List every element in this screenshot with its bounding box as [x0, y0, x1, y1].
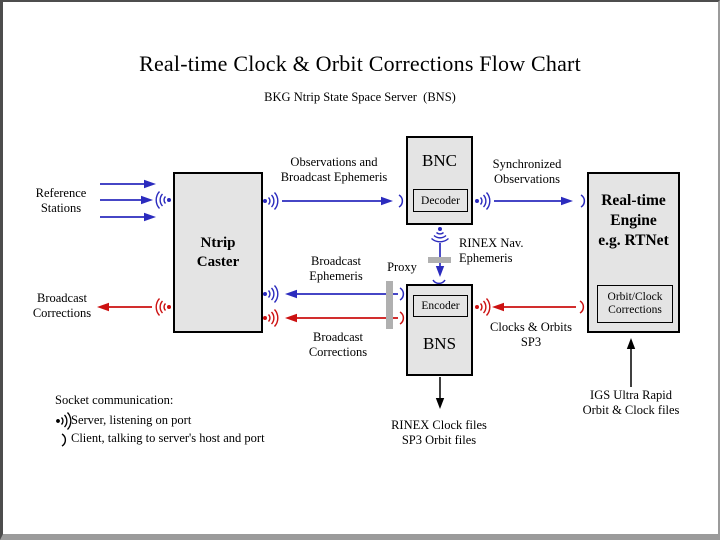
- node-ntrip-caster: Ntrip Caster: [173, 172, 263, 333]
- server-socket-icon: [263, 191, 279, 211]
- observations-arrow: [282, 196, 393, 206]
- node-label: e.g. RTNet: [598, 232, 669, 249]
- node-label: Decoder: [421, 194, 460, 207]
- node-label: Orbit/Clock: [607, 291, 663, 303]
- node-bns: Encoder BNS: [406, 284, 473, 376]
- igs-input-arrow: [626, 338, 636, 387]
- label-rinex-clock-files: RINEX Clock files SP3 Orbit files: [391, 418, 487, 447]
- server-socket-icon: [155, 297, 172, 317]
- node-bnc: BNC Decoder: [406, 136, 473, 225]
- legend-heading: Socket communication:: [55, 393, 174, 407]
- legend-client-text: Client, talking to server's host and por…: [71, 431, 265, 445]
- server-socket-icon: [263, 284, 279, 304]
- server-socket-icon: [475, 297, 491, 317]
- proxy-bar-horizontal: [428, 257, 451, 263]
- client-socket-icon: [399, 311, 405, 325]
- label-broadcast-corrections-mid: Broadcast Corrections: [308, 330, 368, 359]
- node-realtime-engine: Real-time Engine e.g. RTNet Orbit/Clock …: [587, 172, 680, 333]
- node-orbit-clock-corrections: Orbit/Clock Corrections: [597, 285, 673, 323]
- node-label: Engine: [610, 212, 657, 229]
- node-encoder: Encoder: [413, 295, 468, 317]
- page-title: Real-time Clock & Orbit Corrections Flow…: [139, 51, 581, 76]
- proxy-bar-vertical: [386, 281, 393, 329]
- server-socket-icon: [155, 190, 172, 210]
- node-label: Corrections: [608, 304, 662, 316]
- label-broadcast-corrections-left: Broadcast Corrections: [32, 291, 92, 320]
- node-label: Caster: [196, 253, 240, 270]
- node-label: Ntrip: [200, 234, 236, 251]
- reference-stations-arrows: [100, 179, 156, 222]
- client-socket-icon: [399, 287, 405, 301]
- server-socket-icon: [475, 191, 491, 211]
- label-proxy: Proxy: [387, 260, 417, 274]
- node-label: BNC: [422, 151, 457, 170]
- label-synchronized-observations: Synchronized Observations: [492, 157, 562, 186]
- page-subtitle: BKG Ntrip State Space Server (BNS): [264, 90, 456, 104]
- label-broadcast-ephemeris: Broadcast Ephemeris: [309, 254, 363, 283]
- client-socket-icon: [398, 194, 404, 208]
- label-rinex-nav-ephemeris: RINEX Nav. Ephemeris: [459, 236, 524, 265]
- server-socket-icon: [430, 226, 450, 243]
- label-observations: Observations and Broadcast Ephemeris: [280, 155, 388, 184]
- client-socket-icon: [432, 279, 446, 285]
- legend-client-socket-icon: [61, 433, 67, 447]
- bns-output-arrow: [435, 377, 445, 409]
- label-igs-ultra-rapid: IGS Ultra Rapid Orbit & Clock files: [582, 388, 680, 417]
- broadcast-ephemeris-arrow: [285, 289, 398, 299]
- label-clocks-orbits-sp3: Clocks & Orbits SP3: [490, 320, 572, 349]
- client-socket-icon: [580, 194, 586, 208]
- clocks-orbits-arrow: [492, 302, 576, 312]
- legend-server-socket-icon: [56, 411, 72, 431]
- synchronized-observations-arrow: [494, 196, 573, 206]
- node-label: Encoder: [421, 300, 460, 312]
- broadcast-corrections-mid-arrow: [285, 313, 398, 323]
- broadcast-corrections-left-arrow: [97, 302, 152, 312]
- client-socket-icon: [579, 300, 585, 314]
- label-reference-stations: Reference Stations: [35, 186, 87, 215]
- server-socket-icon: [263, 308, 279, 328]
- node-label: BNS: [422, 334, 457, 353]
- node-decoder: Decoder: [413, 189, 468, 212]
- node-label: Real-time: [601, 192, 666, 209]
- legend-server-text: Server, listening on port: [71, 413, 192, 427]
